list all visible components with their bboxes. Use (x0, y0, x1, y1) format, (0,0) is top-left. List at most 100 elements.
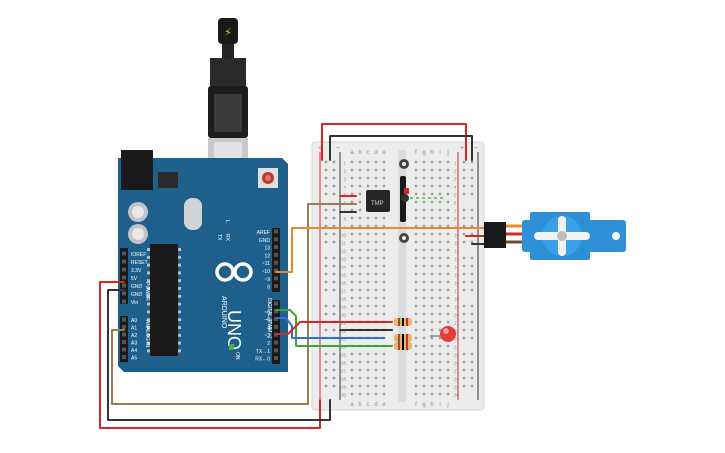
breadboard-hole[interactable] (350, 176, 354, 180)
rail-hole[interactable] (332, 160, 336, 164)
breadboard-hole[interactable] (430, 240, 434, 244)
breadboard-hole[interactable] (382, 368, 386, 372)
breadboard-hole[interactable] (422, 248, 426, 252)
rail-hole[interactable] (324, 208, 328, 212)
breadboard-hole[interactable] (382, 352, 386, 356)
breadboard-hole[interactable] (366, 392, 370, 396)
rail-hole[interactable] (462, 224, 466, 228)
analog-pin[interactable] (122, 332, 126, 337)
analog-pin[interactable] (122, 347, 126, 352)
power-pin[interactable] (122, 275, 126, 280)
breadboard-hole[interactable] (350, 312, 354, 316)
breadboard-hole[interactable] (414, 256, 418, 260)
breadboard-hole[interactable] (438, 192, 442, 196)
breadboard-hole[interactable] (350, 384, 354, 388)
breadboard-hole[interactable] (430, 256, 434, 260)
breadboard-hole[interactable] (430, 224, 434, 228)
breadboard-hole[interactable] (366, 160, 370, 164)
breadboard-hole[interactable] (422, 160, 426, 164)
breadboard-hole[interactable] (414, 304, 418, 308)
breadboard-hole[interactable] (430, 312, 434, 316)
breadboard-hole[interactable] (358, 312, 362, 316)
breadboard-hole[interactable] (422, 368, 426, 372)
breadboard-hole[interactable] (422, 200, 426, 204)
breadboard-hole[interactable] (358, 368, 362, 372)
breadboard-hole[interactable] (414, 368, 418, 372)
breadboard-hole[interactable] (382, 304, 386, 308)
breadboard-hole[interactable] (382, 256, 386, 260)
breadboard-hole[interactable] (414, 248, 418, 252)
rail-hole[interactable] (332, 264, 336, 268)
breadboard-hole[interactable] (422, 256, 426, 260)
breadboard-hole[interactable] (430, 160, 434, 164)
rail-hole[interactable] (470, 240, 474, 244)
breadboard-hole[interactable] (414, 216, 418, 220)
rail-hole[interactable] (332, 232, 336, 236)
breadboard-hole[interactable] (350, 296, 354, 300)
breadboard-hole[interactable] (350, 168, 354, 172)
breadboard-hole[interactable] (358, 392, 362, 396)
rail-hole[interactable] (462, 352, 466, 356)
digital-pin[interactable] (274, 252, 278, 257)
rail-hole[interactable] (462, 272, 466, 276)
breadboard-hole[interactable] (422, 360, 426, 364)
rail-hole[interactable] (324, 232, 328, 236)
breadboard-hole[interactable] (430, 304, 434, 308)
breadboard-hole[interactable] (446, 352, 450, 356)
power-pin[interactable] (122, 291, 126, 296)
breadboard-hole[interactable] (446, 384, 450, 388)
breadboard-hole[interactable] (438, 248, 442, 252)
breadboard-hole[interactable] (430, 272, 434, 276)
rail-hole[interactable] (462, 176, 466, 180)
rail-hole[interactable] (462, 232, 466, 236)
breadboard-hole[interactable] (382, 168, 386, 172)
breadboard-hole[interactable] (366, 280, 370, 284)
rail-hole[interactable] (462, 360, 466, 364)
rail-hole[interactable] (332, 168, 336, 172)
breadboard-hole[interactable] (414, 200, 418, 204)
breadboard-hole[interactable] (358, 200, 362, 204)
breadboard-hole[interactable] (366, 168, 370, 172)
breadboard-hole[interactable] (350, 224, 354, 228)
rail-hole[interactable] (470, 272, 474, 276)
breadboard-hole[interactable] (438, 392, 442, 396)
rail-hole[interactable] (470, 368, 474, 372)
breadboard-hole[interactable] (358, 352, 362, 356)
rail-hole[interactable] (324, 328, 328, 332)
breadboard-hole[interactable] (374, 168, 378, 172)
breadboard-hole[interactable] (366, 240, 370, 244)
rail-hole[interactable] (462, 216, 466, 220)
breadboard-hole[interactable] (414, 176, 418, 180)
breadboard-hole[interactable] (422, 392, 426, 396)
breadboard-hole[interactable] (350, 376, 354, 380)
breadboard-hole[interactable] (374, 376, 378, 380)
breadboard-hole[interactable] (366, 232, 370, 236)
breadboard-hole[interactable] (358, 280, 362, 284)
breadboard-hole[interactable] (358, 256, 362, 260)
digital-pin[interactable] (274, 356, 278, 361)
breadboard-hole[interactable] (446, 192, 450, 196)
rail-hole[interactable] (332, 224, 336, 228)
breadboard-hole[interactable] (438, 224, 442, 228)
rail-hole[interactable] (470, 328, 474, 332)
breadboard-hole[interactable] (374, 280, 378, 284)
breadboard-hole[interactable] (358, 384, 362, 388)
rail-hole[interactable] (470, 264, 474, 268)
rail-hole[interactable] (332, 288, 336, 292)
breadboard-hole[interactable] (374, 288, 378, 292)
breadboard-hole[interactable] (446, 376, 450, 380)
breadboard-hole[interactable] (382, 232, 386, 236)
breadboard-hole[interactable] (350, 248, 354, 252)
breadboard-hole[interactable] (438, 200, 442, 204)
breadboard-hole[interactable] (366, 368, 370, 372)
rail-hole[interactable] (462, 240, 466, 244)
digital-pin[interactable] (274, 301, 278, 306)
breadboard-hole[interactable] (358, 272, 362, 276)
breadboard-hole[interactable] (446, 256, 450, 260)
digital-pin[interactable] (274, 276, 278, 281)
breadboard-hole[interactable] (382, 176, 386, 180)
breadboard-hole[interactable] (358, 376, 362, 380)
breadboard-hole[interactable] (358, 296, 362, 300)
breadboard-hole[interactable] (366, 184, 370, 188)
breadboard-hole[interactable] (430, 184, 434, 188)
